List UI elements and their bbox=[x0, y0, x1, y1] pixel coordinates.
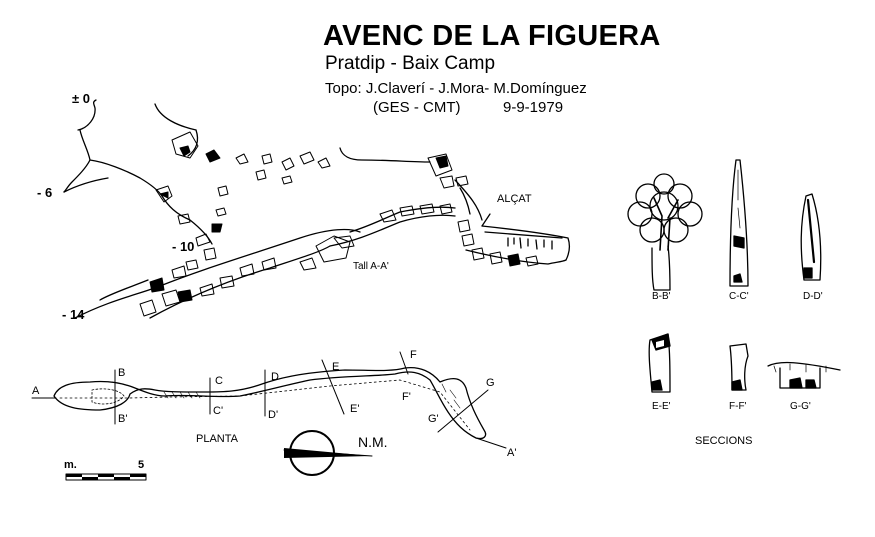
scale-unit: m. bbox=[64, 459, 77, 471]
section-label-c: C-C' bbox=[729, 291, 749, 302]
plan-marker-f-prime: F' bbox=[402, 391, 411, 403]
plan-marker-a-prime: A' bbox=[507, 447, 517, 459]
depth-label-14: - 14 bbox=[62, 307, 85, 322]
plan-marker-f: F bbox=[410, 349, 417, 361]
section-label-f: F-F' bbox=[729, 401, 747, 412]
plan-marker-b-prime: B' bbox=[118, 413, 128, 425]
section-b bbox=[627, 173, 703, 291]
north-arrow bbox=[283, 430, 373, 476]
profile-boulders bbox=[139, 131, 539, 317]
profile-section bbox=[63, 99, 570, 319]
sections-label: SECCIONS bbox=[695, 435, 753, 447]
plan-marker-d: D bbox=[271, 371, 279, 383]
section-cut-label: Tall A-A' bbox=[353, 261, 389, 272]
scale-bar bbox=[65, 473, 147, 481]
plan-marker-c: C bbox=[215, 375, 223, 387]
depth-label-0: ± 0 bbox=[72, 91, 90, 106]
scale-value: 5 bbox=[138, 459, 145, 471]
plan-marker-a: A bbox=[32, 385, 40, 397]
profile-label: ALÇAT bbox=[497, 193, 532, 205]
section-f bbox=[729, 343, 749, 391]
survey-date: 9-9-1979 bbox=[503, 99, 564, 116]
plan-marker-b: B bbox=[118, 367, 126, 379]
section-c bbox=[729, 159, 749, 287]
plan-label: PLANTA bbox=[196, 433, 238, 445]
section-label-g: G-G' bbox=[790, 401, 811, 412]
plan-section bbox=[31, 351, 507, 449]
section-label-e: E-E' bbox=[652, 401, 671, 412]
section-g bbox=[767, 361, 841, 389]
depth-label-10: - 10 bbox=[172, 239, 195, 254]
plan-marker-e-prime: E' bbox=[350, 403, 360, 415]
section-label-d: D-D' bbox=[803, 291, 823, 302]
north-label: N.M. bbox=[358, 434, 388, 450]
plan-marker-g-prime: G' bbox=[428, 413, 439, 425]
section-e bbox=[648, 333, 671, 393]
plan-marker-e: E bbox=[332, 361, 340, 373]
survey-credits: Topo: J.Claverí - J.Mora- M.Domínguez bbox=[325, 80, 587, 97]
depth-label-6: - 6 bbox=[37, 185, 53, 200]
plan-marker-g: G bbox=[486, 377, 495, 389]
map-title: AVENC DE LA FIGUERA bbox=[323, 20, 661, 52]
survey-group: (GES - CMT) bbox=[373, 99, 461, 116]
section-label-b: B-B' bbox=[652, 291, 671, 302]
map-subtitle: Pratdip - Baix Camp bbox=[325, 53, 496, 74]
plan-marker-c-prime: C' bbox=[213, 405, 224, 417]
plan-marker-d-prime: D' bbox=[268, 409, 279, 421]
section-d bbox=[800, 193, 822, 281]
